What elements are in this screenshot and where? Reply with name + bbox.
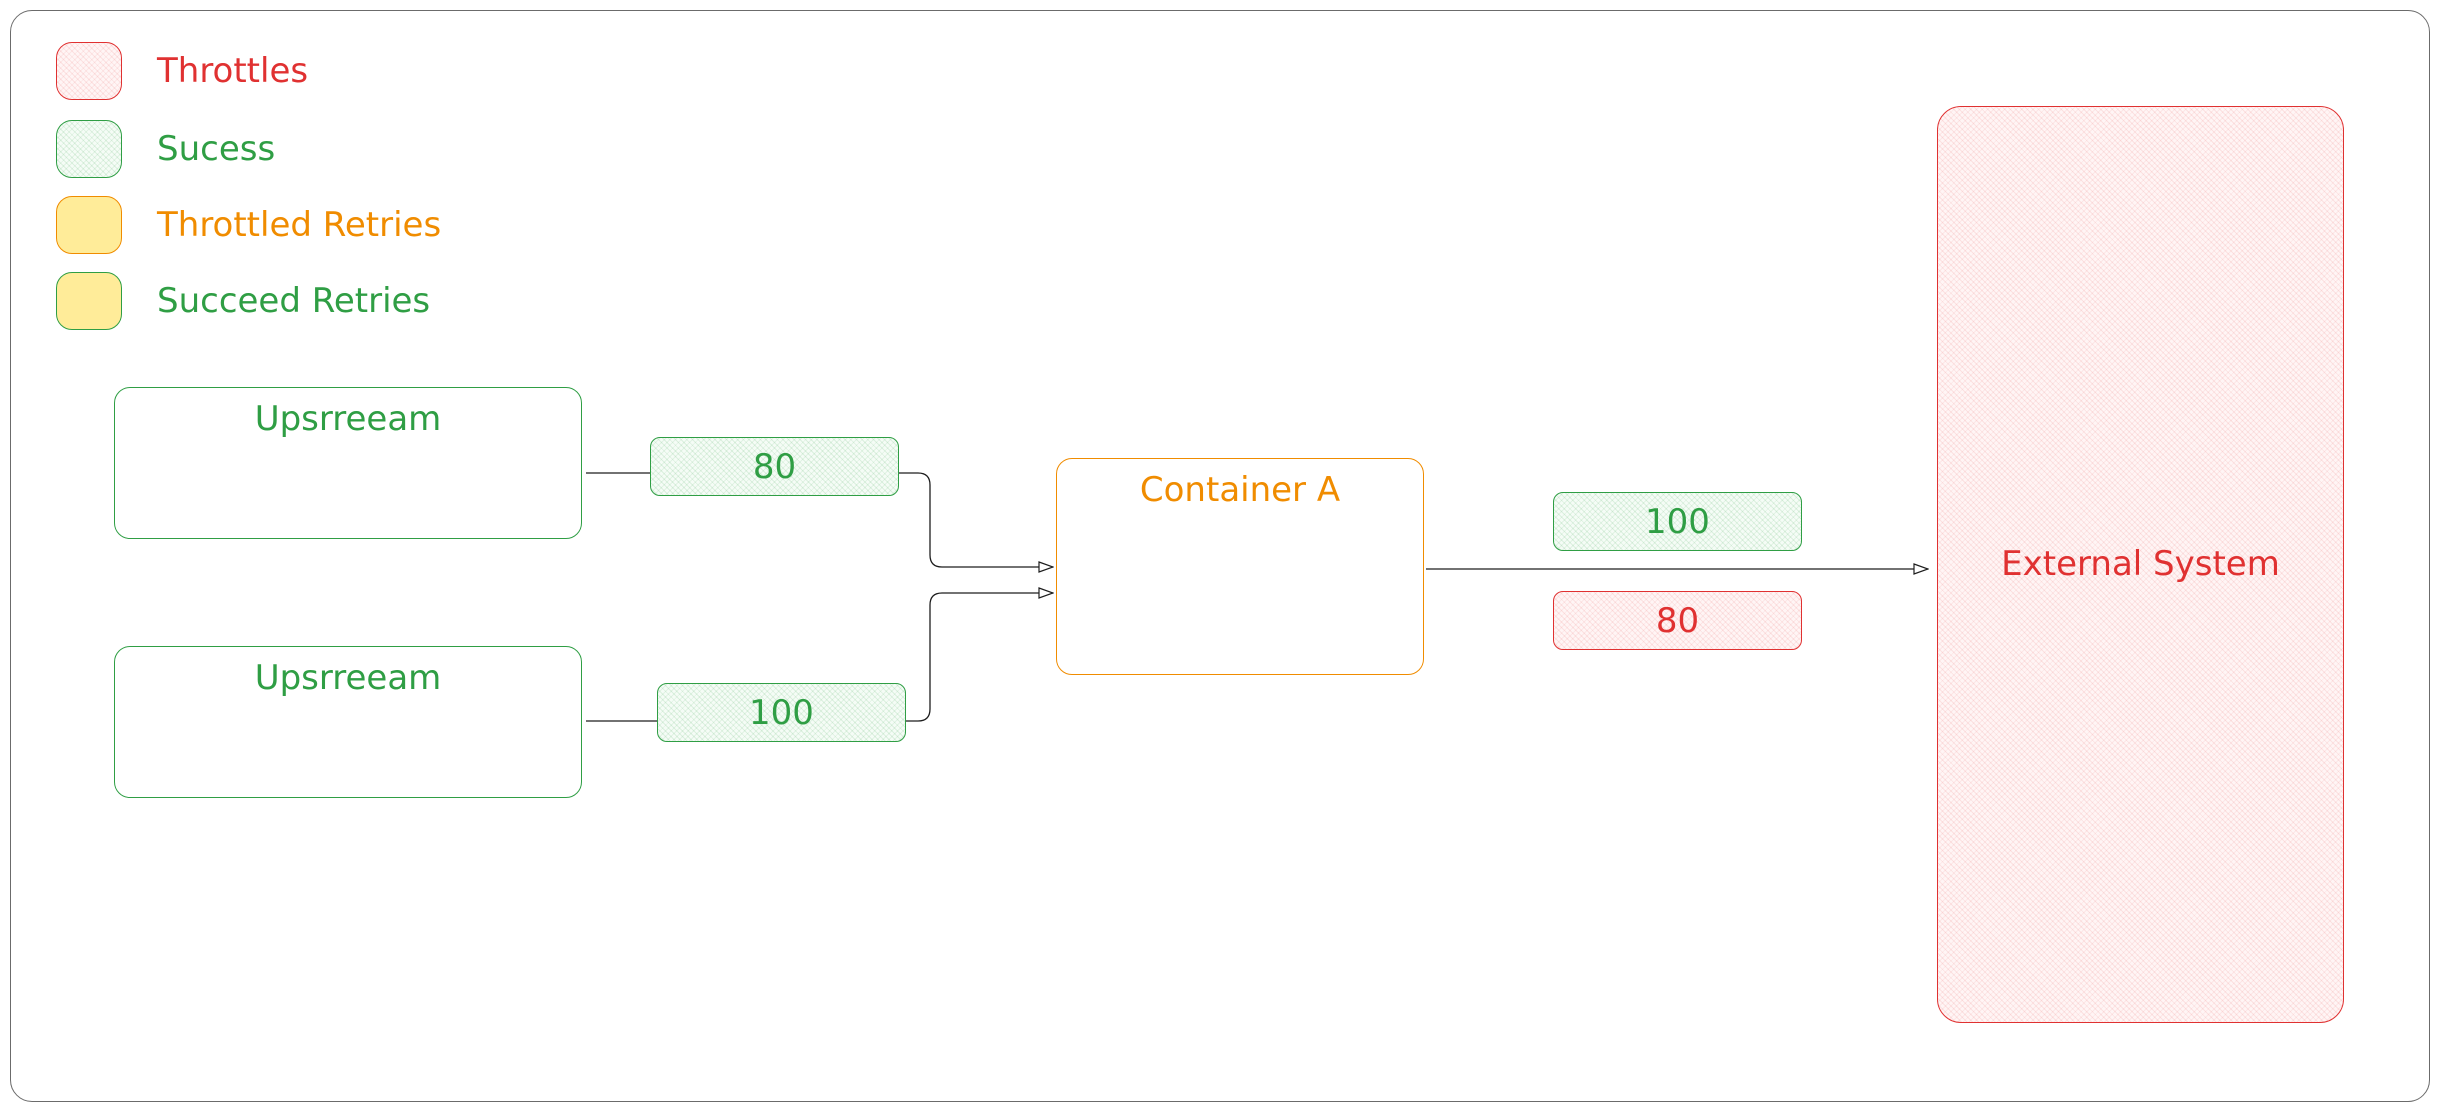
upstream-bottom-success-count: 100	[657, 683, 906, 742]
upstream-top-success-value: 80	[752, 446, 797, 487]
legend-throttles-swatch	[56, 42, 122, 100]
upstream-top-node: Upsrreeam	[114, 387, 582, 539]
legend-success-label: Sucess	[157, 129, 276, 169]
container-a-label: Container A	[1139, 470, 1341, 510]
external-system-node: External System	[1937, 106, 2344, 1023]
legend-throttles-label: Throttles	[157, 51, 309, 91]
output-throttles-count: 80	[1553, 591, 1802, 650]
legend-succeed-retries-label: Succeed Retries	[157, 281, 431, 321]
connector-upstream-bottom-to-container	[586, 593, 1053, 722]
external-system-label: External System	[2001, 544, 2280, 584]
connector-upstream-top-to-container	[586, 472, 1053, 567]
upstream-top-label: Upsrreeam	[254, 399, 442, 439]
legend-throttled-retries-swatch	[56, 196, 122, 254]
upstream-bottom-label: Upsrreeam	[254, 658, 442, 698]
legend-success-swatch	[56, 120, 122, 178]
upstream-top-success-count: 80	[650, 437, 899, 496]
upstream-bottom-node: Upsrreeam	[114, 646, 582, 798]
output-throttles-value: 80	[1655, 600, 1700, 641]
diagram-frame	[10, 10, 2430, 1102]
container-a-node: Container A	[1056, 458, 1424, 675]
legend-throttled-retries-label: Throttled Retries	[157, 205, 442, 245]
output-success-count: 100	[1553, 492, 1802, 551]
upstream-bottom-success-value: 100	[749, 692, 814, 733]
output-success-value: 100	[1645, 501, 1710, 542]
legend-succeed-retries-swatch	[56, 272, 122, 330]
